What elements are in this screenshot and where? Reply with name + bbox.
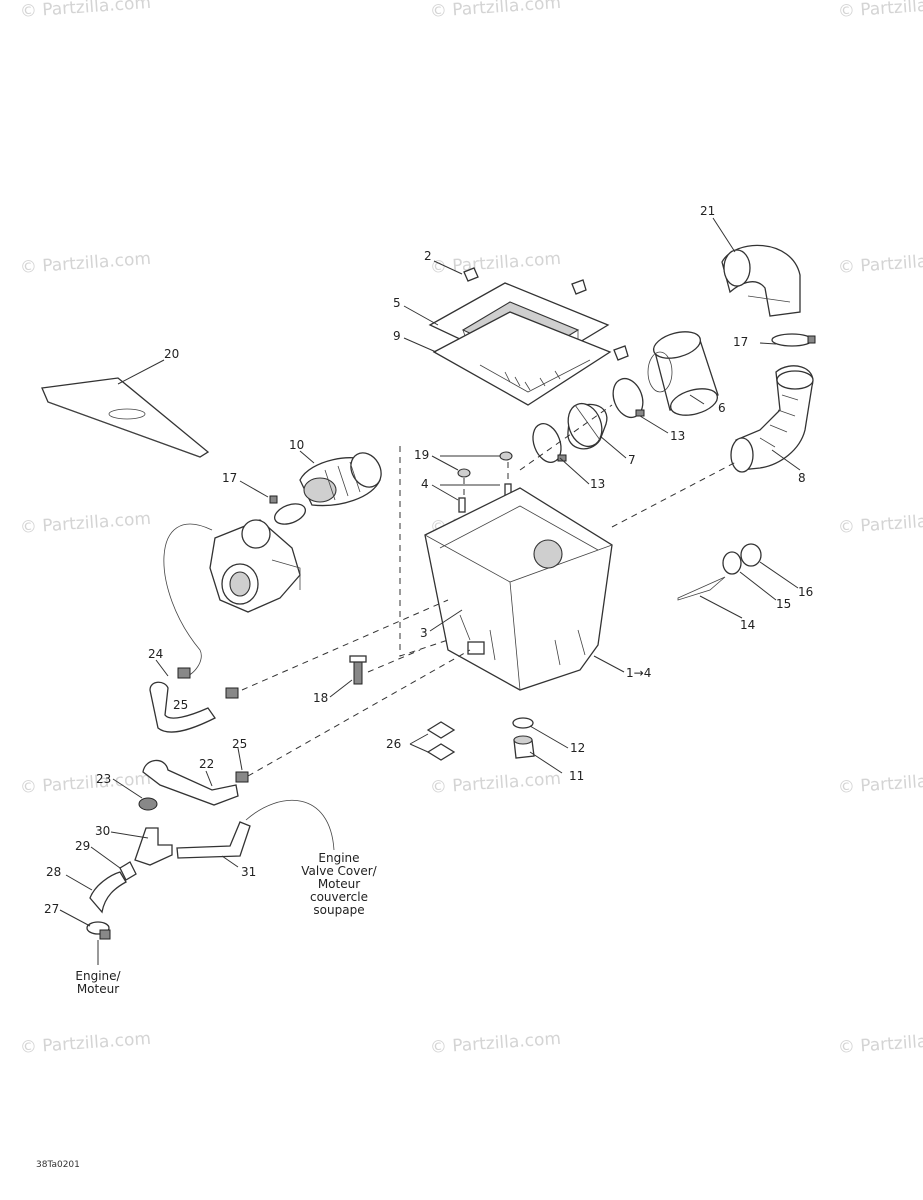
part-18-screw[interactable] xyxy=(349,655,367,685)
part-24-hose[interactable] xyxy=(149,523,216,733)
callout-10: 10 xyxy=(289,438,305,452)
callout-14: 14 xyxy=(740,618,756,632)
note-engine: Engine/ Moteur xyxy=(75,969,121,996)
callout-12: 12 xyxy=(570,741,586,755)
part-15-plug[interactable] xyxy=(722,551,742,575)
part-30-tee-fitting[interactable] xyxy=(134,827,173,866)
callout-2: 2 xyxy=(424,249,432,263)
part-17-clamp-left[interactable] xyxy=(269,495,308,528)
callout-16: 16 xyxy=(798,585,814,599)
callout-21: 21 xyxy=(700,204,716,218)
callout-29: 29 xyxy=(75,839,91,853)
part-8-intake-duct[interactable] xyxy=(730,365,814,473)
callout-19: 19 xyxy=(414,448,430,462)
callout-13-upper: 13 xyxy=(670,429,686,443)
part-25-clamps[interactable] xyxy=(177,667,249,783)
part-16-cap[interactable] xyxy=(740,543,762,567)
part-22-hose[interactable] xyxy=(142,759,239,806)
callout-3: 3 xyxy=(420,626,428,640)
callout-31: 31 xyxy=(241,865,257,879)
callout-30: 30 xyxy=(95,824,111,838)
callout-4: 4 xyxy=(421,477,429,491)
callout-8: 8 xyxy=(798,471,806,485)
drawing-code: 38Ta0201 xyxy=(36,1160,80,1170)
part-13-clamp-lower[interactable] xyxy=(528,420,567,466)
part-14-wire-clip[interactable] xyxy=(677,576,726,601)
part-29-hose[interactable] xyxy=(119,861,137,881)
part-6-sleeve[interactable] xyxy=(647,327,720,420)
part-21-intake-elbow[interactable] xyxy=(721,244,801,317)
part-9-air-filter[interactable] xyxy=(432,311,612,406)
callout-13-lower: 13 xyxy=(590,477,606,491)
callout-17-left: 17 xyxy=(222,471,238,485)
callout-24: 24 xyxy=(148,647,164,661)
part-26-pads[interactable] xyxy=(426,721,456,761)
callout-25-left: 25 xyxy=(173,698,189,712)
callout-22: 22 xyxy=(199,757,215,771)
callout-27: 27 xyxy=(44,902,60,916)
callout-9: 9 xyxy=(393,329,401,343)
callout-28: 28 xyxy=(46,865,62,879)
part-12-clamp[interactable] xyxy=(512,717,534,729)
callout-15: 15 xyxy=(776,597,792,611)
assembly-dash-lines xyxy=(241,404,737,777)
part-31-hose[interactable] xyxy=(176,800,335,859)
callout-1-4: 1→4 xyxy=(626,666,652,680)
part-13-clamp-upper[interactable] xyxy=(608,374,648,421)
callout-6: 6 xyxy=(718,401,726,415)
callout-23: 23 xyxy=(96,772,112,786)
callout-20: 20 xyxy=(164,347,180,361)
leader-lines xyxy=(59,217,801,965)
part-7-coupling[interactable] xyxy=(562,399,608,451)
callout-18: 18 xyxy=(313,691,329,705)
carburetor xyxy=(209,519,301,613)
part-27-clamp[interactable] xyxy=(86,921,111,940)
callout-5: 5 xyxy=(393,296,401,310)
callout-7: 7 xyxy=(628,453,636,467)
callout-17-right: 17 xyxy=(733,335,749,349)
note-engine-valve-cover: Engine Valve Cover/ Moteur couvercle sou… xyxy=(301,851,377,917)
part-20-cover-panel[interactable] xyxy=(41,377,210,458)
part-19-grommets[interactable] xyxy=(457,451,513,478)
callout-25-mid: 25 xyxy=(232,737,248,751)
callout-11: 11 xyxy=(569,769,585,783)
part-1-airbox[interactable] xyxy=(424,487,613,691)
part-10-carburetor-boot[interactable] xyxy=(299,447,387,507)
part-23-clamp[interactable] xyxy=(138,797,158,811)
part-2-clips[interactable] xyxy=(463,267,629,361)
callout-26: 26 xyxy=(386,737,402,751)
part-28-hose[interactable] xyxy=(89,871,127,914)
part-17-clamp-right[interactable] xyxy=(771,333,816,347)
part-11-drain-plug[interactable] xyxy=(513,735,535,759)
